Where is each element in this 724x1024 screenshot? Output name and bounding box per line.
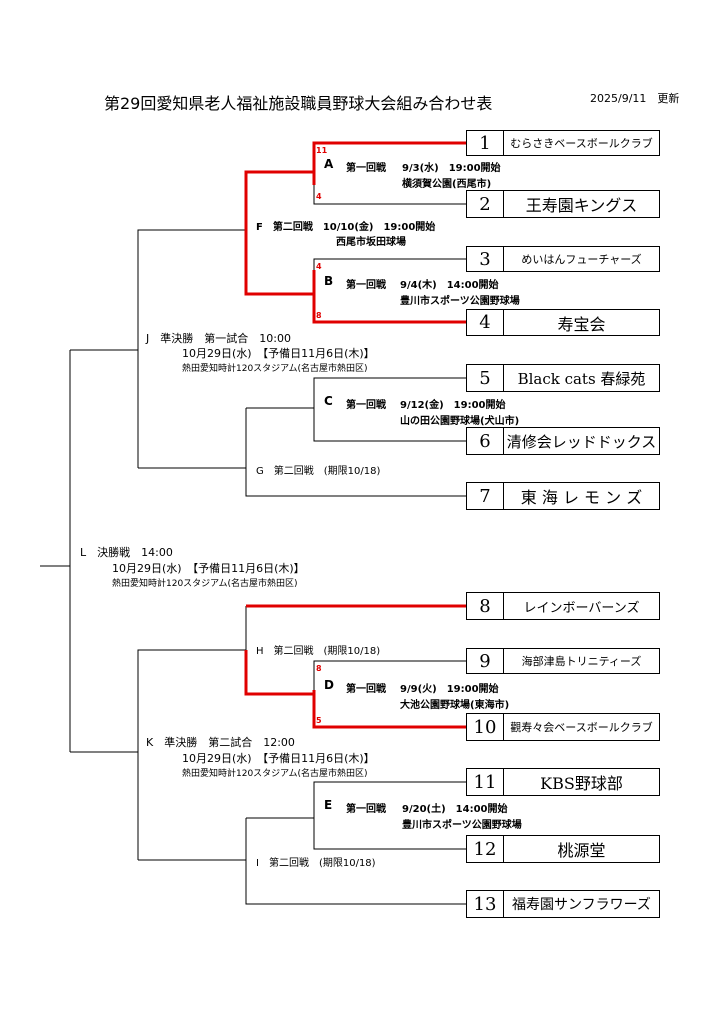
- team-box-8: 8 レインボーバーンズ: [466, 592, 660, 620]
- team-box-12: 12 桃源堂: [466, 835, 660, 863]
- team-name: Black cats 春緑苑: [517, 369, 646, 388]
- team-name: 王寿園キングス: [525, 196, 638, 215]
- game-b-letter: B: [324, 274, 334, 288]
- score-b-bottom: 8: [316, 311, 322, 320]
- team-box-4: 4 寿宝会: [466, 309, 660, 336]
- game-f-info: F 第二回戦 10/10(金) 19:00開始: [256, 222, 436, 233]
- winner-lines: [244, 141, 466, 729]
- team-box-1: 1 むらさきベースボールクラブ: [466, 130, 660, 156]
- game-j-venue: 熱田愛知時計120スタジアム(名古屋市熱田区): [182, 364, 368, 374]
- team-name: 東 海 レ モ ン ズ: [520, 488, 643, 507]
- team-number: 8: [467, 593, 504, 619]
- game-k-info: K 準決勝 第二試合 12:00: [146, 736, 295, 749]
- update-date: 2025/9/11 更新: [590, 92, 680, 105]
- bracket-lines: [40, 185, 466, 905]
- team-name: レインボーバーンズ: [523, 600, 640, 616]
- team-number: 3: [467, 247, 504, 271]
- team-name: 觀寿々会ベースボールクラブ: [510, 721, 653, 734]
- game-a-round: 第一回戦: [346, 163, 386, 174]
- team-number: 13: [467, 891, 504, 917]
- game-g-info: G 第二回戦 (期限10/18): [256, 466, 381, 477]
- game-b-datetime: 9/4(木) 14:00開始: [400, 280, 499, 291]
- score-a-bottom: 4: [316, 192, 322, 201]
- team-box-11: 11 KBS野球部: [466, 768, 660, 796]
- team-box-13: 13 福寿園サンフラワーズ: [466, 890, 660, 918]
- team-name: 海部津島トリニティーズ: [521, 655, 642, 668]
- game-d-letter: D: [324, 678, 334, 692]
- game-j-info: J 準決勝 第一試合 10:00: [146, 332, 291, 345]
- team-number: 4: [467, 310, 504, 335]
- game-k-venue: 熱田愛知時計120スタジアム(名古屋市熱田区): [182, 769, 368, 779]
- score-d-top: 8: [316, 664, 322, 673]
- game-d-datetime: 9/9(火) 19:00開始: [400, 684, 499, 695]
- game-d-venue: 大池公園野球場(東海市): [400, 700, 510, 711]
- game-a-datetime: 9/3(水) 19:00開始: [402, 163, 501, 174]
- team-name: 寿宝会: [557, 314, 606, 334]
- game-a-venue: 横須賀公園(西尾市): [402, 179, 492, 190]
- game-l-info: L 決勝戦 14:00: [80, 546, 173, 559]
- game-k-date: 10月29日(水) 【予備日11月6日(木)】: [182, 752, 375, 765]
- game-e-datetime: 9/20(土) 14:00開始: [402, 804, 508, 815]
- game-d-round: 第一回戦: [346, 684, 386, 695]
- team-name: めいはんフューチャーズ: [521, 253, 642, 266]
- game-c-venue: 山の田公園野球場(犬山市): [400, 416, 520, 427]
- team-number: 10: [467, 714, 504, 740]
- team-name: むらさきベースボールクラブ: [510, 137, 653, 150]
- team-number: 6: [467, 428, 504, 454]
- team-box-10: 10 觀寿々会ベースボールクラブ: [466, 713, 660, 741]
- game-b-venue: 豊川市スポーツ公園野球場: [400, 296, 520, 307]
- game-h-info: H 第二回戦 (期限10/18): [256, 646, 381, 657]
- team-box-2: 2 王寿園キングス: [466, 190, 660, 218]
- team-name: 清修会レッドドックス: [506, 432, 657, 451]
- team-box-3: 3 めいはんフューチャーズ: [466, 246, 660, 272]
- team-box-5: 5 Black cats 春緑苑: [466, 364, 660, 392]
- game-i-info: I 第二回戦 (期限10/18): [256, 858, 376, 869]
- team-name: 桃源堂: [557, 841, 606, 860]
- game-l-date: 10月29日(水) 【予備日11月6日(木)】: [112, 562, 305, 575]
- team-number: 11: [467, 769, 504, 795]
- team-number: 12: [467, 836, 504, 862]
- game-c-round: 第一回戦: [346, 400, 386, 411]
- team-number: 9: [467, 649, 504, 673]
- game-b-round: 第一回戦: [346, 280, 386, 291]
- team-number: 7: [467, 483, 504, 509]
- game-j-date: 10月29日(水) 【予備日11月6日(木)】: [182, 347, 375, 360]
- game-e-letter: E: [324, 798, 333, 812]
- team-name: 福寿園サンフラワーズ: [512, 897, 651, 913]
- game-c-letter: C: [324, 394, 333, 408]
- score-d-bottom: 5: [316, 716, 322, 725]
- game-l-venue: 熱田愛知時計120スタジアム(名古屋市熱田区): [112, 579, 298, 589]
- team-name: KBS野球部: [540, 774, 623, 793]
- team-number: 1: [467, 131, 504, 155]
- page-title: 第29回愛知県老人福祉施設職員野球大会組み合わせ表: [104, 94, 493, 113]
- team-number: 5: [467, 365, 504, 391]
- game-e-round: 第一回戦: [346, 804, 386, 815]
- game-e-venue: 豊川市スポーツ公園野球場: [402, 820, 522, 831]
- score-b-top: 4: [316, 262, 322, 271]
- team-box-6: 6 清修会レッドドックス: [466, 427, 660, 455]
- game-a-letter: A: [324, 157, 334, 171]
- team-box-9: 9 海部津島トリニティーズ: [466, 648, 660, 674]
- team-number: 2: [467, 191, 504, 217]
- team-box-7: 7 東 海 レ モ ン ズ: [466, 482, 660, 510]
- game-c-datetime: 9/12(金) 19:00開始: [400, 400, 506, 411]
- game-f-venue: 西尾市坂田球場: [336, 237, 406, 248]
- score-a-top: 11: [316, 146, 328, 155]
